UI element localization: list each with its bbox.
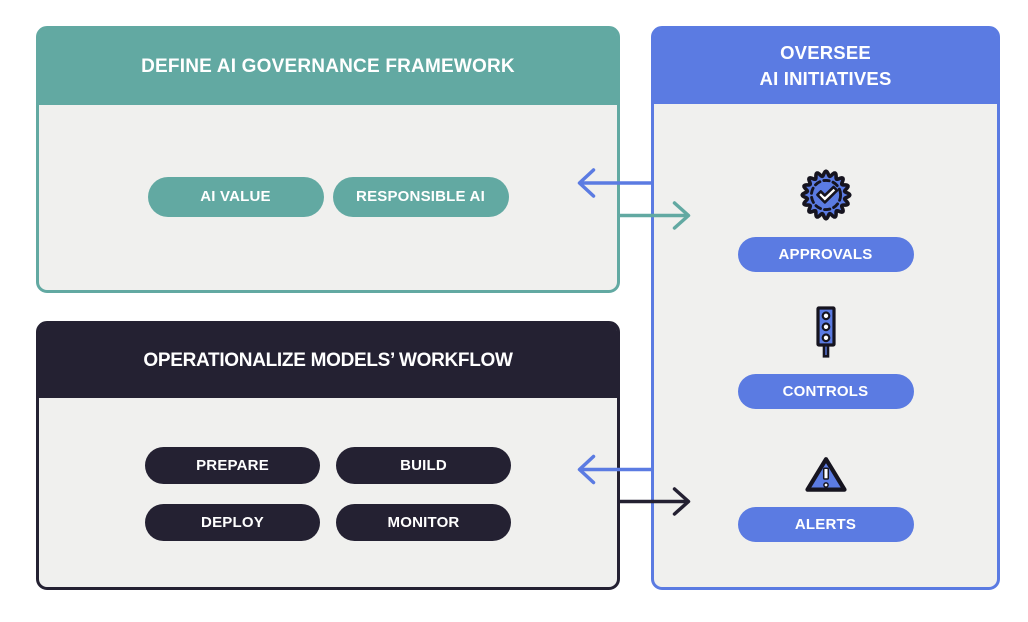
governance-pills-row: AI VALUE RESPONSIBLE AI: [39, 177, 617, 217]
build-pill[interactable]: BUILD: [336, 446, 511, 484]
alerts-icon-wrap: [654, 455, 997, 495]
monitor-pill[interactable]: MONITOR: [336, 503, 511, 541]
oversee-title-line1: OVERSEE: [780, 42, 871, 64]
approvals-pill[interactable]: APPROVALS: [737, 236, 914, 272]
traffic-light-icon: [815, 306, 836, 358]
approval-badge-icon: [799, 169, 852, 221]
oversee-title-line2: AI INITIATIVES: [759, 68, 892, 90]
governance-framework-header: DEFINE AI GOVERNANCE FRAMEWORK: [39, 29, 617, 105]
alerts-pill[interactable]: ALERTS: [737, 506, 914, 542]
workflow-pills-row-2: DEPLOY MONITOR: [145, 503, 511, 541]
workflow-pills-row-1: PREPARE BUILD: [145, 446, 511, 484]
governance-framework-title: DEFINE AI GOVERNANCE FRAMEWORK: [141, 55, 515, 77]
ai-value-pill[interactable]: AI VALUE: [147, 177, 324, 217]
deploy-pill[interactable]: DEPLOY: [145, 503, 320, 541]
controls-pill[interactable]: CONTROLS: [737, 373, 914, 409]
prepare-pill[interactable]: PREPARE: [145, 446, 320, 484]
oversee-initiatives-title: OVERSEE AI INITIATIVES: [760, 40, 892, 92]
models-workflow-header: OPERATIONALIZE MODELS’ WORKFLOW: [39, 324, 617, 398]
oversee-initiatives-header: OVERSEE AI INITIATIVES: [654, 29, 997, 104]
controls-icon-wrap: [654, 306, 997, 358]
warning-triangle-icon: [804, 457, 847, 492]
responsible-ai-pill[interactable]: RESPONSIBLE AI: [332, 177, 509, 217]
models-workflow-title: OPERATIONALIZE MODELS’ WORKFLOW: [143, 349, 513, 371]
oversee-initiatives-panel: OVERSEE AI INITIATIVES APPROVALS CONTROL…: [651, 26, 1000, 590]
approvals-icon-wrap: [654, 169, 997, 221]
models-workflow-panel: OPERATIONALIZE MODELS’ WORKFLOW PREPARE …: [36, 321, 620, 590]
workflow-pills-grid: PREPARE BUILD DEPLOY MONITOR: [39, 446, 617, 541]
governance-framework-panel: DEFINE AI GOVERNANCE FRAMEWORK AI VALUE …: [36, 26, 620, 293]
